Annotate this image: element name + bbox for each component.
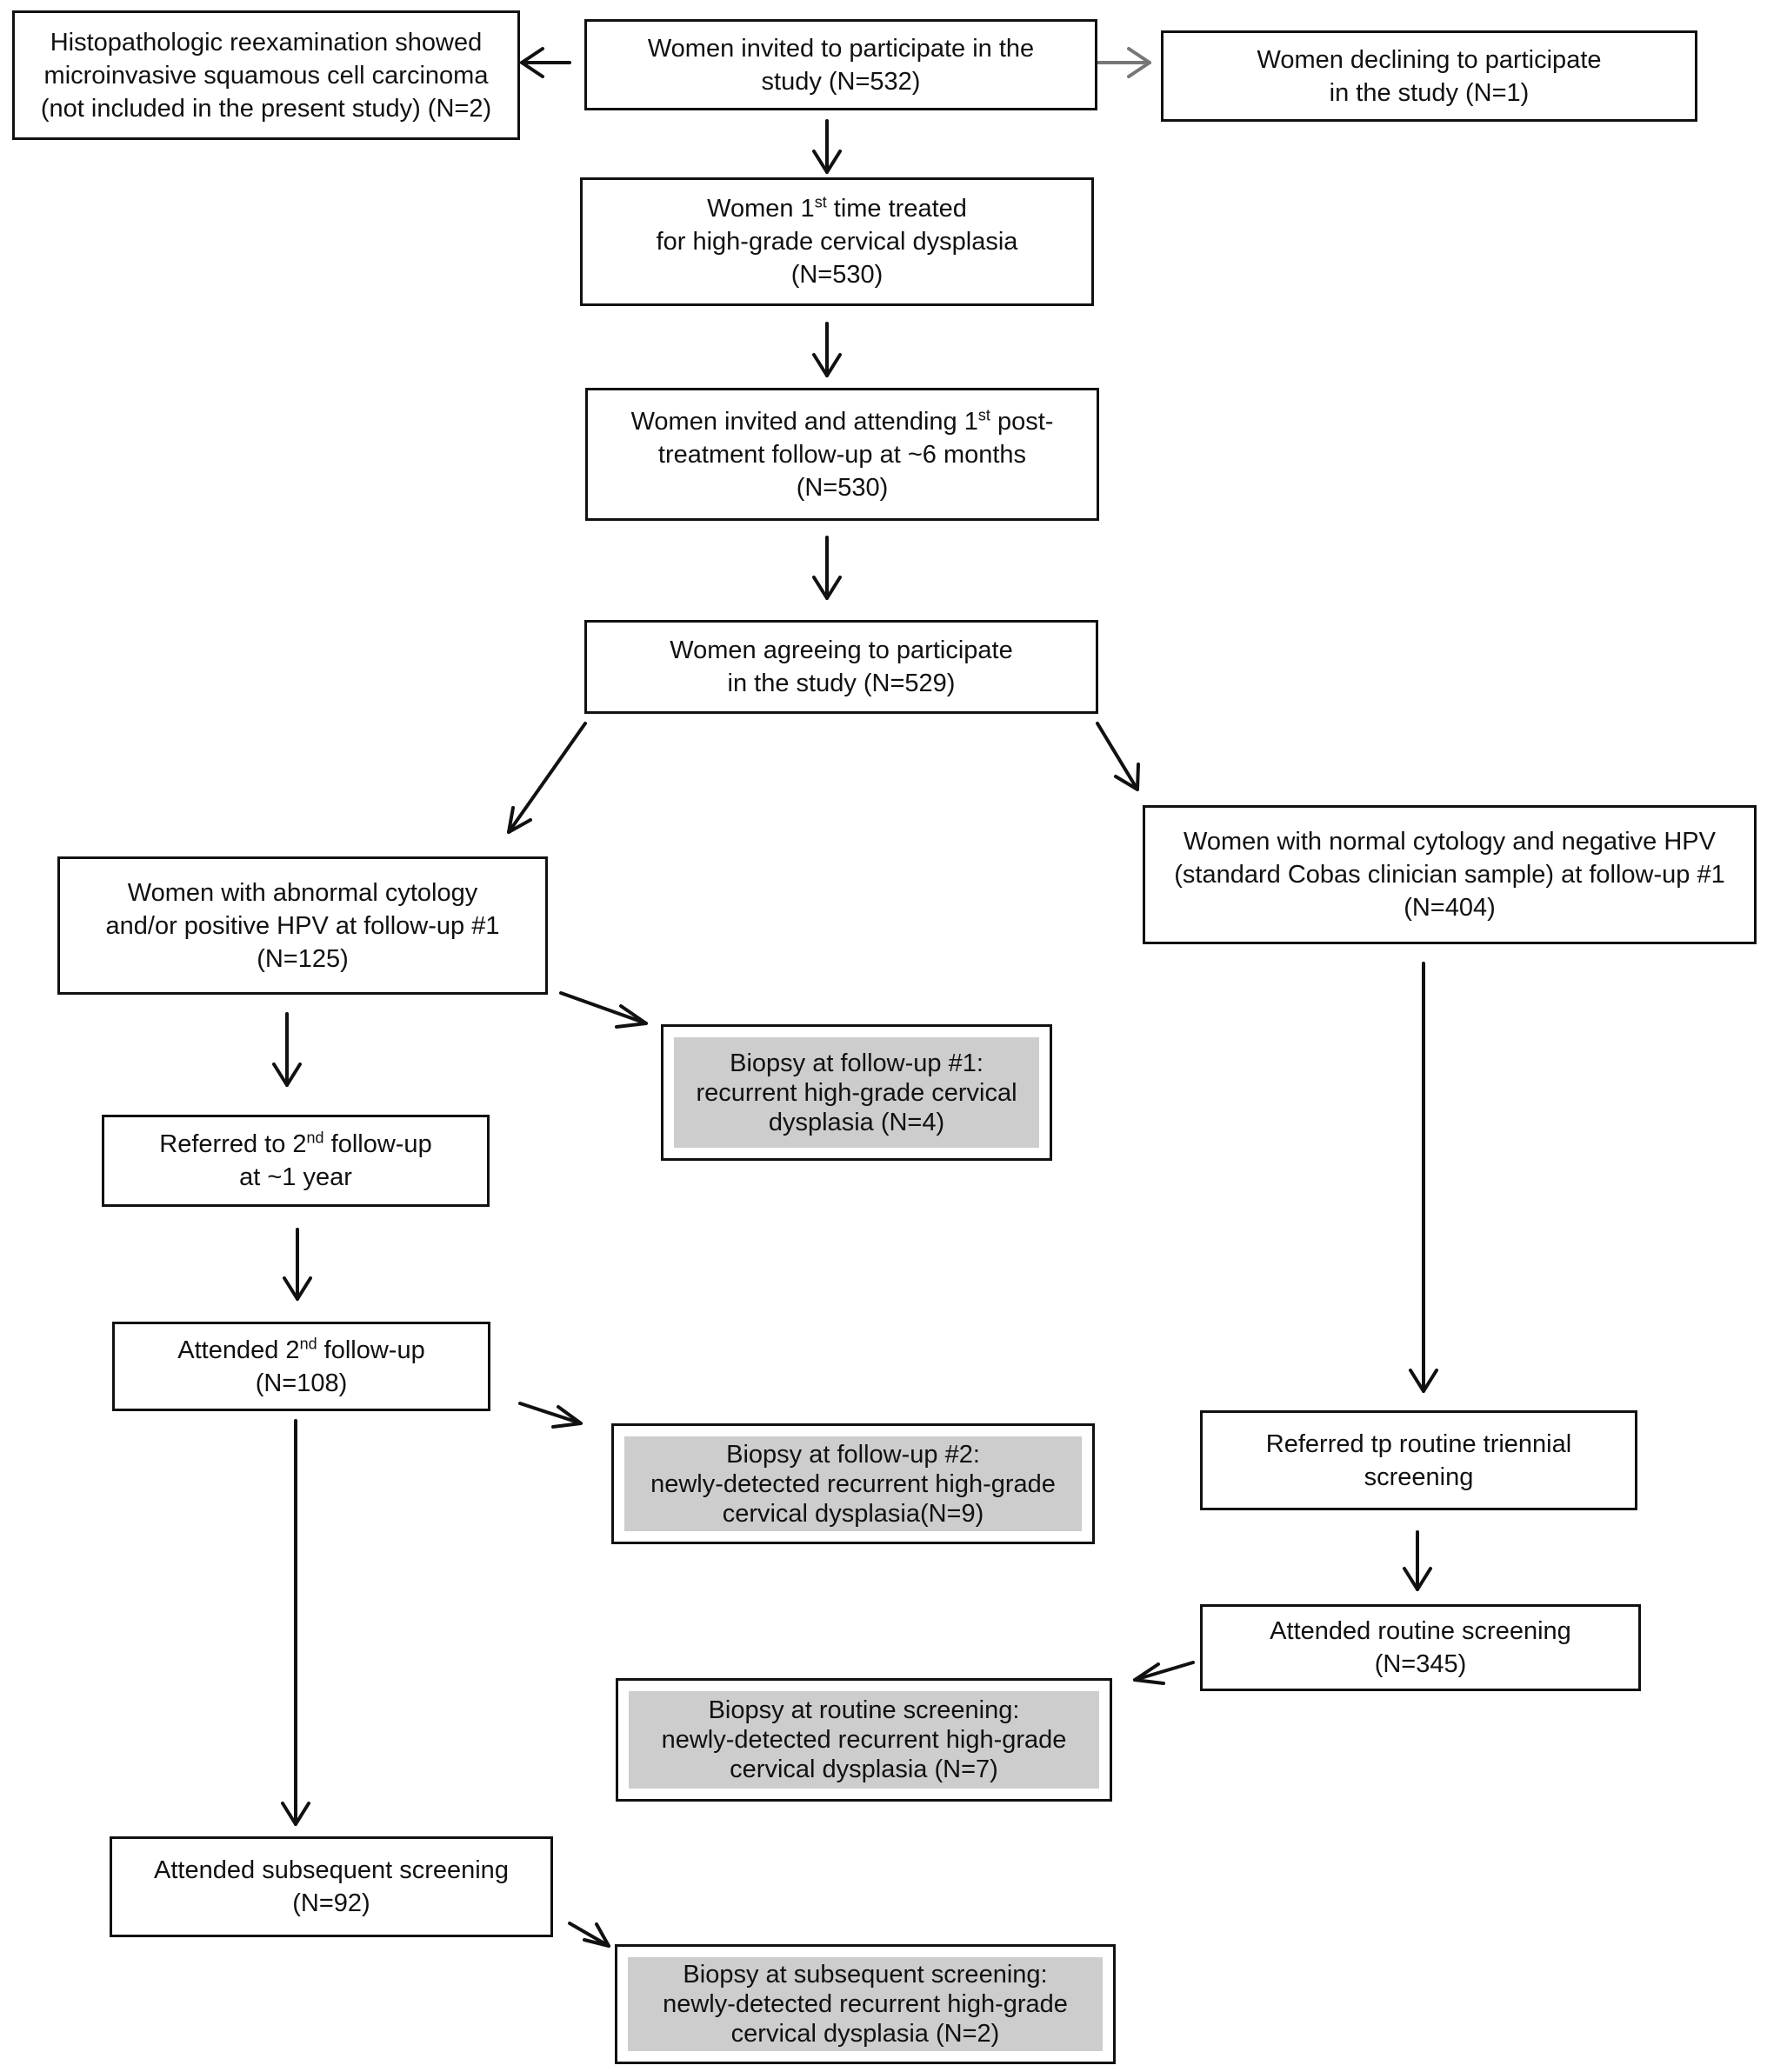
- arrow-to-treated: [812, 119, 842, 174]
- biopsy-routine-shading: Biopsy at routine screening: newly-detec…: [629, 1691, 1099, 1789]
- attending-followup1-box: Women invited and attending 1st post- tr…: [585, 388, 1099, 521]
- agreeing-line-2: in the study (N=529): [727, 670, 956, 697]
- referred2-line-2: at ~1 year: [239, 1163, 352, 1191]
- triennial-line-1: Referred tp routine triennial: [1265, 1429, 1572, 1458]
- biopsy-routine-line-3: cervical dysplasia (N=7): [730, 1756, 998, 1783]
- agreeing-box: Women agreeing to participate in the stu…: [584, 620, 1098, 714]
- normal-line-1: Women with normal cytology and negative …: [1184, 828, 1716, 856]
- biopsy-routine-line-2: newly-detected recurrent high-grade: [661, 1726, 1067, 1754]
- arrow-to-abnormal: [507, 722, 587, 834]
- declining-line-1: Women declining to participate: [1257, 45, 1602, 74]
- biopsy-followup1-shading: Biopsy at follow-up #1: recurrent high-g…: [674, 1037, 1039, 1148]
- arrow-to-routine: [1403, 1530, 1432, 1591]
- arrow-to-attending1: [812, 322, 842, 377]
- normal-line-2: (standard Cobas clinician sample) at fol…: [1174, 861, 1725, 889]
- routine-line-2: (N=345): [1374, 1650, 1467, 1678]
- declining-line-2: in the study (N=1): [1329, 78, 1530, 107]
- normal-cytology-box: Women with normal cytology and negative …: [1143, 805, 1757, 944]
- biopsy1-line-3: dysplasia (N=4): [768, 1108, 945, 1136]
- biopsy-followup2-box: Biopsy at follow-up #2: newly-detected r…: [611, 1423, 1095, 1544]
- biopsy2-line-1: Biopsy at follow-up #2:: [726, 1440, 980, 1469]
- abnormal-cytology-box: Women with abnormal cytology and/or posi…: [57, 856, 548, 995]
- biopsy-subseq-line-2: newly-detected recurrent high-grade: [663, 1990, 1068, 2018]
- invited-line-2: study (N=532): [761, 67, 921, 96]
- triennial-screening-box: Referred tp routine triennial screening: [1200, 1410, 1637, 1510]
- arrow-to-triennial: [1409, 962, 1438, 1393]
- routine-screening-box: Attended routine screening (N=345): [1200, 1604, 1641, 1691]
- arrow-to-histo: [520, 47, 571, 78]
- attending1-line-2: treatment follow-up at ~6 months: [657, 440, 1027, 469]
- agreeing-line-1: Women agreeing to participate: [670, 636, 1013, 664]
- arrow-to-biopsy-routine: [1133, 1661, 1195, 1685]
- subsequent-line-1: Attended subsequent screening: [154, 1856, 509, 1884]
- attended2-line-1: Attended 2nd follow-up: [177, 1334, 425, 1364]
- attended2-line-2: (N=108): [255, 1369, 348, 1397]
- subsequent-screening-box: Attended subsequent screening (N=92): [110, 1836, 553, 1937]
- biopsy-followup2-shading: Biopsy at follow-up #2: newly-detected r…: [624, 1436, 1082, 1531]
- arrow-to-normal: [1096, 722, 1140, 791]
- biopsy1-line-2: recurrent high-grade cervical: [696, 1078, 1017, 1107]
- histo-line-1: Histopathologic reexamination showed: [50, 28, 483, 57]
- treated-line-3: (N=530): [790, 261, 884, 289]
- biopsy-subseq-line-3: cervical dysplasia (N=2): [730, 2020, 1000, 2048]
- arrow-to-biopsy1: [559, 991, 648, 1029]
- triennial-line-2: screening: [1364, 1462, 1474, 1491]
- biopsy1-line-1: Biopsy at follow-up #1:: [730, 1049, 984, 1077]
- abnormal-line-1: Women with abnormal cytology: [127, 878, 478, 907]
- histopathologic-box: Histopathologic reexamination showed mic…: [12, 10, 520, 140]
- invited-box: Women invited to participate in the stud…: [584, 19, 1097, 110]
- routine-line-1: Attended routine screening: [1270, 1617, 1571, 1645]
- arrow-to-subsequent: [281, 1419, 310, 1826]
- normal-line-3: (N=404): [1404, 894, 1496, 922]
- arrow-to-attended2: [283, 1228, 312, 1301]
- attending1-line-3: (N=530): [796, 473, 889, 502]
- histo-line-2: microinvasive squamous cell carcinoma: [43, 61, 489, 90]
- attended-followup2-box: Attended 2nd follow-up (N=108): [112, 1322, 490, 1411]
- abnormal-line-2: and/or positive HPV at follow-up #1: [105, 911, 500, 940]
- biopsy-subsequent-shading: Biopsy at subsequent screening: newly-de…: [628, 1957, 1103, 2051]
- treated-line-2: for high-grade cervical dysplasia: [656, 228, 1018, 256]
- biopsy-routine-line-1: Biopsy at routine screening:: [708, 1696, 1020, 1724]
- arrow-to-biopsy2: [518, 1402, 583, 1429]
- referred-followup2-box: Referred to 2nd follow-up at ~1 year: [102, 1115, 490, 1207]
- biopsy-subseq-line-1: Biopsy at subsequent screening:: [683, 1961, 1048, 1989]
- arrow-to-referred2: [272, 1012, 302, 1087]
- declining-box: Women declining to participate in the st…: [1161, 30, 1697, 122]
- abnormal-line-3: (N=125): [257, 944, 349, 973]
- attending1-line-1: Women invited and attending 1st post-: [630, 405, 1054, 436]
- biopsy2-line-3: cervical dysplasia(N=9): [722, 1499, 984, 1528]
- biopsy-subsequent-box: Biopsy at subsequent screening: newly-de…: [615, 1944, 1116, 2064]
- arrow-to-agreeing: [812, 536, 842, 600]
- invited-line-1: Women invited to participate in the: [647, 34, 1035, 63]
- histo-line-3: (not included in the present study) (N=2…: [40, 94, 492, 123]
- biopsy2-line-2: newly-detected recurrent high-grade: [650, 1469, 1056, 1498]
- treated-box: Women 1st time treated for high-grade ce…: [580, 177, 1094, 306]
- arrow-to-declining: [1096, 47, 1151, 78]
- arrow-to-biopsy-subsequent: [568, 1922, 610, 1948]
- subsequent-line-2: (N=92): [292, 1889, 370, 1917]
- biopsy-routine-box: Biopsy at routine screening: newly-detec…: [616, 1678, 1112, 1802]
- biopsy-followup1-box: Biopsy at follow-up #1: recurrent high-g…: [661, 1024, 1052, 1161]
- referred2-line-1: Referred to 2nd follow-up: [159, 1129, 432, 1158]
- treated-line-1: Women 1st time treated: [707, 193, 967, 223]
